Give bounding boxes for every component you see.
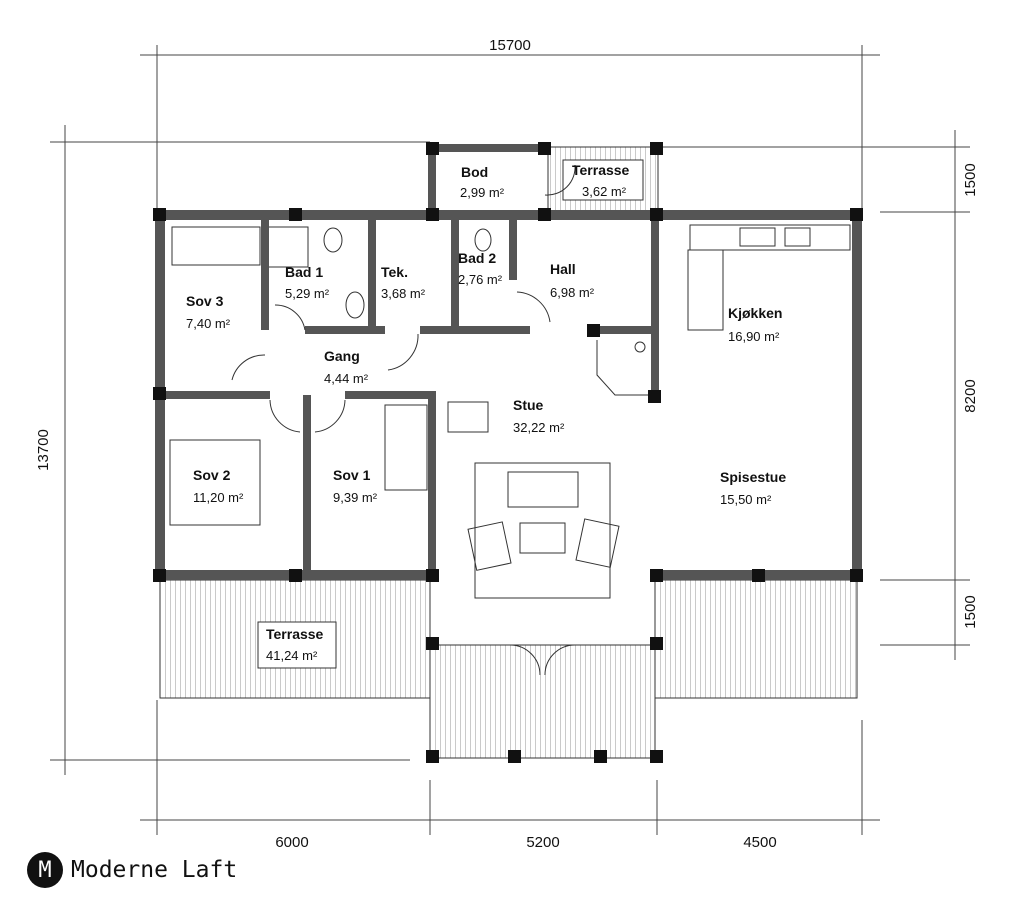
terraces [159,146,858,759]
room-name-stue: Stue [513,397,544,413]
brand-logo: M Moderne Laft [27,852,237,888]
dim-right-1: 1500 [962,163,979,196]
room-name-tek: Tek. [381,264,408,280]
room-name-bod: Bod [461,164,488,180]
room-area-tek: 3,68 m² [381,286,426,301]
room-area-sov2: 11,20 m² [193,490,244,505]
room-area-terrasse-large: 41,24 m² [266,648,318,663]
room-name-kjokken: Kjøkken [728,305,782,321]
posts [153,142,863,763]
room-area-bad2: 2,76 m² [458,272,503,287]
room-area-spisestue: 15,50 m² [720,492,772,507]
dim-total-depth: 13700 [35,429,52,471]
room-area-stue: 32,22 m² [513,420,565,435]
room-name-bad1: Bad 1 [285,264,323,280]
room-name-terrasse-small: Terrasse [572,162,630,178]
dim-bottom-1: 6000 [275,834,308,851]
brand-name: Moderne Laft [71,857,238,883]
living-furniture [169,224,851,599]
room-name-bad2: Bad 2 [458,250,496,266]
room-name-spisestue: Spisestue [720,469,786,485]
dim-bottom-2: 5200 [526,834,559,851]
walls [155,144,862,580]
room-area-sov1: 9,39 m² [333,490,378,505]
dim-total-width: 15700 [489,37,531,54]
room-name-sov1: Sov 1 [333,467,371,483]
room-area-bad1: 5,29 m² [285,286,330,301]
brand-logo-mark: M [27,852,63,888]
dim-bottom-3: 4500 [743,834,776,851]
dim-right-2: 8200 [962,379,979,412]
room-name-sov3: Sov 3 [186,293,224,309]
room-name-sov2: Sov 2 [193,467,231,483]
room-area-gang: 4,44 m² [324,371,369,386]
room-area-kjokken: 16,90 m² [728,329,780,344]
room-name-terrasse-large: Terrasse [266,626,324,642]
room-area-sov3: 7,40 m² [186,316,231,331]
room-name-hall: Hall [550,261,576,277]
room-area-bod: 2,99 m² [460,185,505,200]
room-name-gang: Gang [324,348,360,364]
dimension-lines [50,45,970,835]
dim-right-3: 1500 [962,595,979,628]
room-labels: Bod 2,99 m² Terrasse 3,62 m² Bad 1 5,29 … [186,162,786,663]
room-area-terrasse-small: 3,62 m² [582,184,627,199]
room-area-hall: 6,98 m² [550,285,595,300]
doors [231,164,576,676]
